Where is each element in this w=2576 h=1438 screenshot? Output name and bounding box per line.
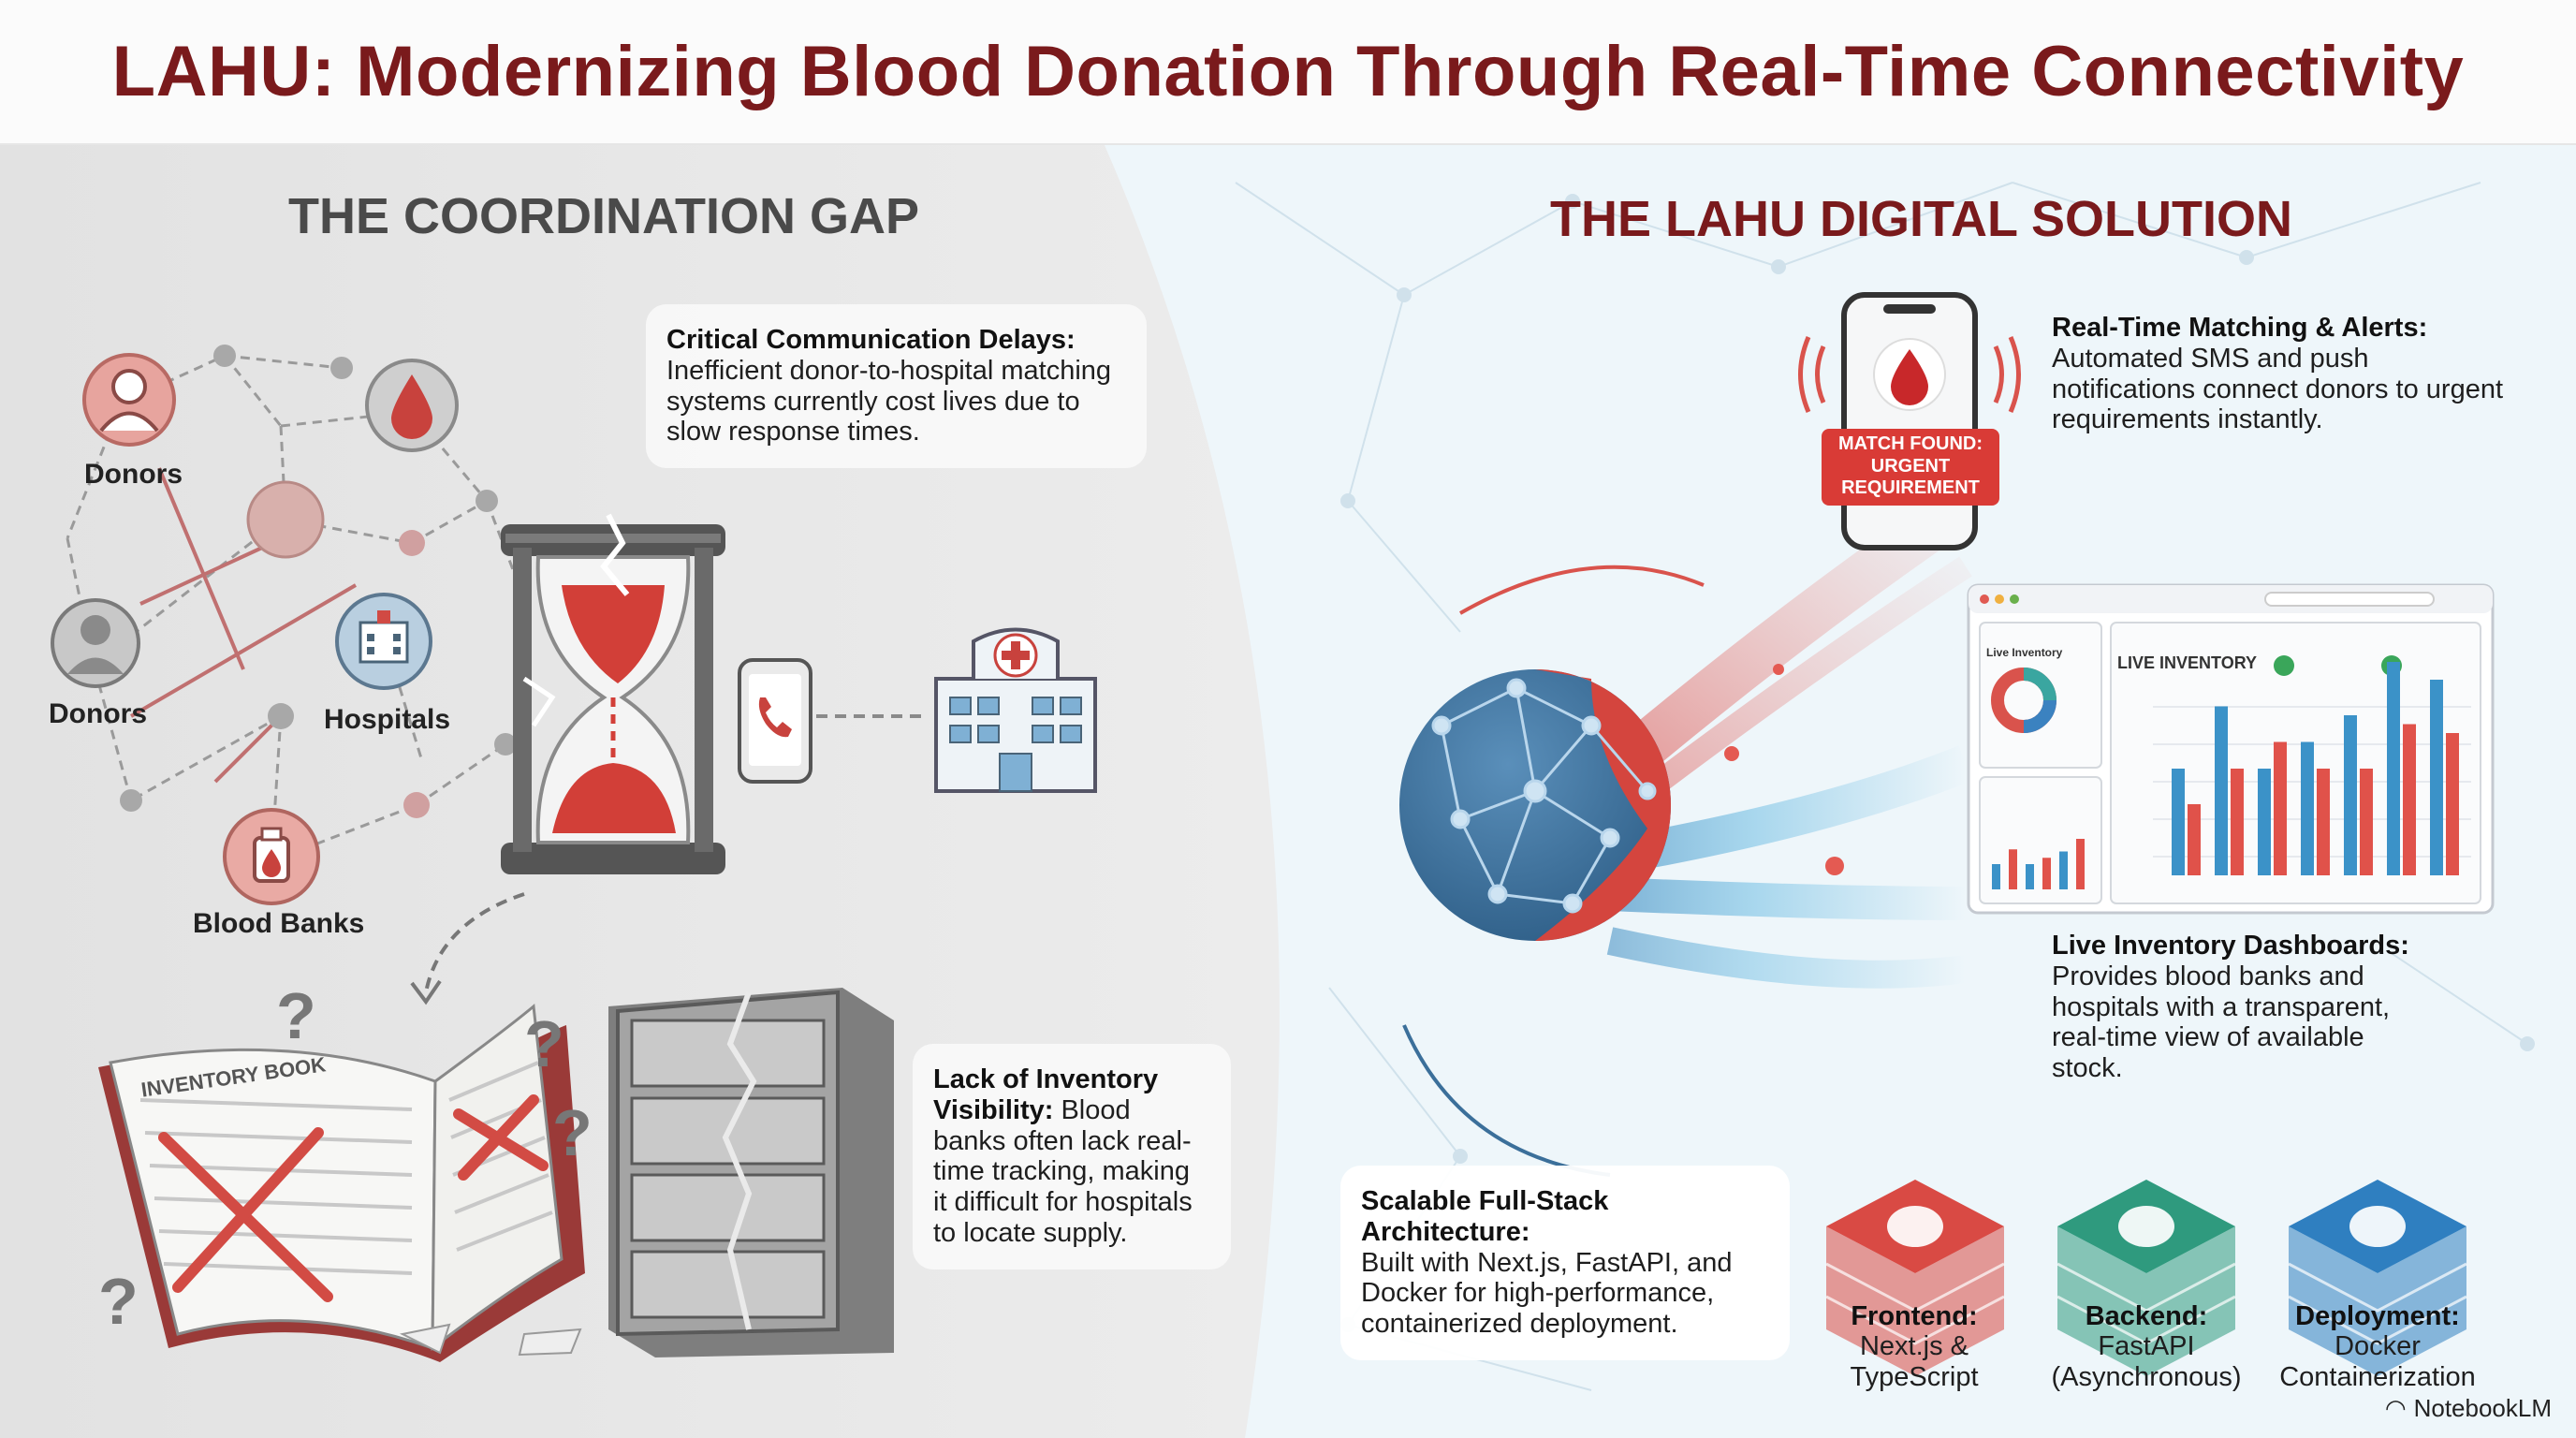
match-found-banner: MATCH FOUND: URGENT REQUIREMENT bbox=[1822, 429, 1999, 506]
page-title: LAHU: Modernizing Blood Donation Through… bbox=[111, 32, 2465, 111]
question-mark-icon: ? bbox=[552, 1096, 593, 1169]
mini-bar bbox=[2026, 864, 2034, 889]
callout-body: Built with Next.js, FastAPI, and Docker … bbox=[1361, 1247, 1733, 1340]
inventory-visibility-callout: Lack of Inventory Visibility: Blood bank… bbox=[913, 1044, 1231, 1269]
bar-series-b bbox=[2317, 769, 2330, 875]
tech-cube-icon bbox=[1825, 1180, 2005, 1376]
callout-body: Inefficient donor-to-hospital matching s… bbox=[666, 355, 1112, 448]
bar-series-b bbox=[2403, 724, 2416, 875]
tech-cube-icon bbox=[2056, 1180, 2236, 1376]
frontend-label: Frontend: Next.js & TypeScript bbox=[1793, 1301, 2036, 1392]
bar-series-a bbox=[2387, 662, 2400, 875]
orbit-arc bbox=[1402, 1024, 1611, 1177]
notebooklm-watermark: ◠ NotebookLM bbox=[2385, 1394, 2552, 1423]
real-time-alerts-callout: Real-Time Matching & Alerts: Automated S… bbox=[2031, 292, 2537, 456]
illustration-canvas bbox=[0, 145, 2535, 1438]
flow-arrow bbox=[424, 892, 525, 993]
bar-series-a bbox=[2215, 706, 2228, 875]
tech-title: Deployment: bbox=[2295, 1301, 2460, 1331]
dashboard-bar-chart bbox=[2172, 662, 2459, 875]
title-bar: LAHU: Modernizing Blood Donation Through… bbox=[0, 0, 2576, 145]
donors-label: Donors bbox=[84, 459, 183, 490]
bar-series-a bbox=[2344, 715, 2357, 875]
bar-series-a bbox=[2172, 769, 2185, 875]
blood-drop-icon bbox=[365, 359, 459, 452]
tech-cube-icon bbox=[2288, 1180, 2467, 1376]
banner-line: REQUIREMENT bbox=[1841, 477, 1980, 499]
blood-banks-label: Blood Banks bbox=[193, 908, 365, 939]
dashboard-panel-title: LIVE INVENTORY bbox=[2117, 653, 2258, 672]
question-mark-icon: ? bbox=[524, 1007, 564, 1080]
donor-icon bbox=[51, 598, 140, 688]
dashboard-mini-chart bbox=[1992, 839, 2085, 889]
network-globe-icon bbox=[1399, 669, 1671, 941]
architecture-callout: Scalable Full-Stack Architecture: Built … bbox=[1340, 1166, 1790, 1360]
callout-body: Automated SMS and push notifications con… bbox=[2052, 343, 2504, 435]
question-mark-icon: ? bbox=[276, 979, 316, 1052]
mini-bar bbox=[2042, 858, 2051, 889]
live-dashboard-window bbox=[1967, 583, 2495, 915]
bar-series-b bbox=[2188, 804, 2201, 875]
tech-title: Frontend: bbox=[1851, 1301, 1978, 1331]
mini-bar bbox=[2076, 839, 2085, 889]
tech-body: Docker Containerization bbox=[2279, 1331, 2476, 1392]
coordination-gap-heading: THE COORDINATION GAP bbox=[288, 188, 919, 244]
bar-series-b bbox=[2274, 741, 2287, 875]
broken-hourglass-icon bbox=[501, 513, 725, 874]
banner-line: URGENT bbox=[1870, 455, 1951, 477]
inventory-book-icon bbox=[98, 1004, 585, 1362]
bar-series-b bbox=[2231, 769, 2244, 875]
notebooklm-logo-icon: ◠ bbox=[2384, 1394, 2407, 1422]
callout-title: Lack of Inventory Visibility: bbox=[933, 1064, 1159, 1125]
callout-body: Blood banks often lack real-time trackin… bbox=[933, 1094, 1193, 1248]
callout-title: Live Inventory Dashboards: bbox=[2052, 931, 2409, 961]
bar-series-b bbox=[2360, 769, 2373, 875]
deployment-label: Deployment: Docker Containerization bbox=[2256, 1301, 2499, 1392]
bar-series-a bbox=[2301, 741, 2314, 875]
callout-title: Real-Time Matching & Alerts: bbox=[2052, 313, 2428, 343]
dashboard-mini-title: Live Inventory bbox=[1986, 646, 2063, 659]
digital-solution-heading: THE LAHU DIGITAL SOLUTION bbox=[1550, 191, 2292, 247]
donors-label: Donors bbox=[49, 698, 147, 729]
question-mark-icon: ? bbox=[98, 1265, 139, 1338]
callout-body: Provides blood banks and hospitals with … bbox=[2052, 961, 2391, 1084]
blood-bank-icon bbox=[223, 808, 320, 905]
tech-body: Next.js & TypeScript bbox=[1850, 1331, 1979, 1392]
inventory-dashboards-callout: Live Inventory Dashboards: Provides bloo… bbox=[2031, 910, 2462, 1105]
bar-series-a bbox=[2430, 680, 2443, 875]
tech-body: FastAPI (Asynchronous) bbox=[2051, 1331, 2242, 1392]
bar-series-b bbox=[2446, 733, 2459, 875]
communication-delays-callout: Critical Communication Delays: Inefficie… bbox=[646, 304, 1147, 469]
tech-title: Backend: bbox=[2085, 1301, 2208, 1331]
banner-line: MATCH FOUND: bbox=[1837, 433, 1983, 454]
mini-bar bbox=[2009, 849, 2017, 889]
watermark-text: NotebookLM bbox=[2413, 1394, 2552, 1422]
bar-series-a bbox=[2258, 769, 2271, 875]
empty-shelves-icon bbox=[608, 988, 894, 1357]
orbit-arc bbox=[1459, 565, 1705, 615]
hospital-building-icon bbox=[934, 627, 1097, 793]
hospitals-label: Hospitals bbox=[324, 704, 451, 735]
mini-bar bbox=[1992, 864, 2000, 889]
mini-bar bbox=[2059, 851, 2068, 889]
coordination-network bbox=[51, 345, 526, 905]
tech-stack-icons bbox=[1825, 1180, 2467, 1376]
smartphone-alert-icon bbox=[1798, 292, 2021, 550]
hospital-node-icon bbox=[335, 593, 432, 690]
backend-label: Backend: FastAPI (Asynchronous) bbox=[2025, 1301, 2268, 1392]
phone-call-icon bbox=[738, 658, 812, 784]
callout-title: Critical Communication Delays: bbox=[666, 325, 1076, 355]
donor-icon bbox=[82, 353, 176, 447]
callout-title: Scalable Full-Stack Architecture: bbox=[1361, 1186, 1609, 1247]
